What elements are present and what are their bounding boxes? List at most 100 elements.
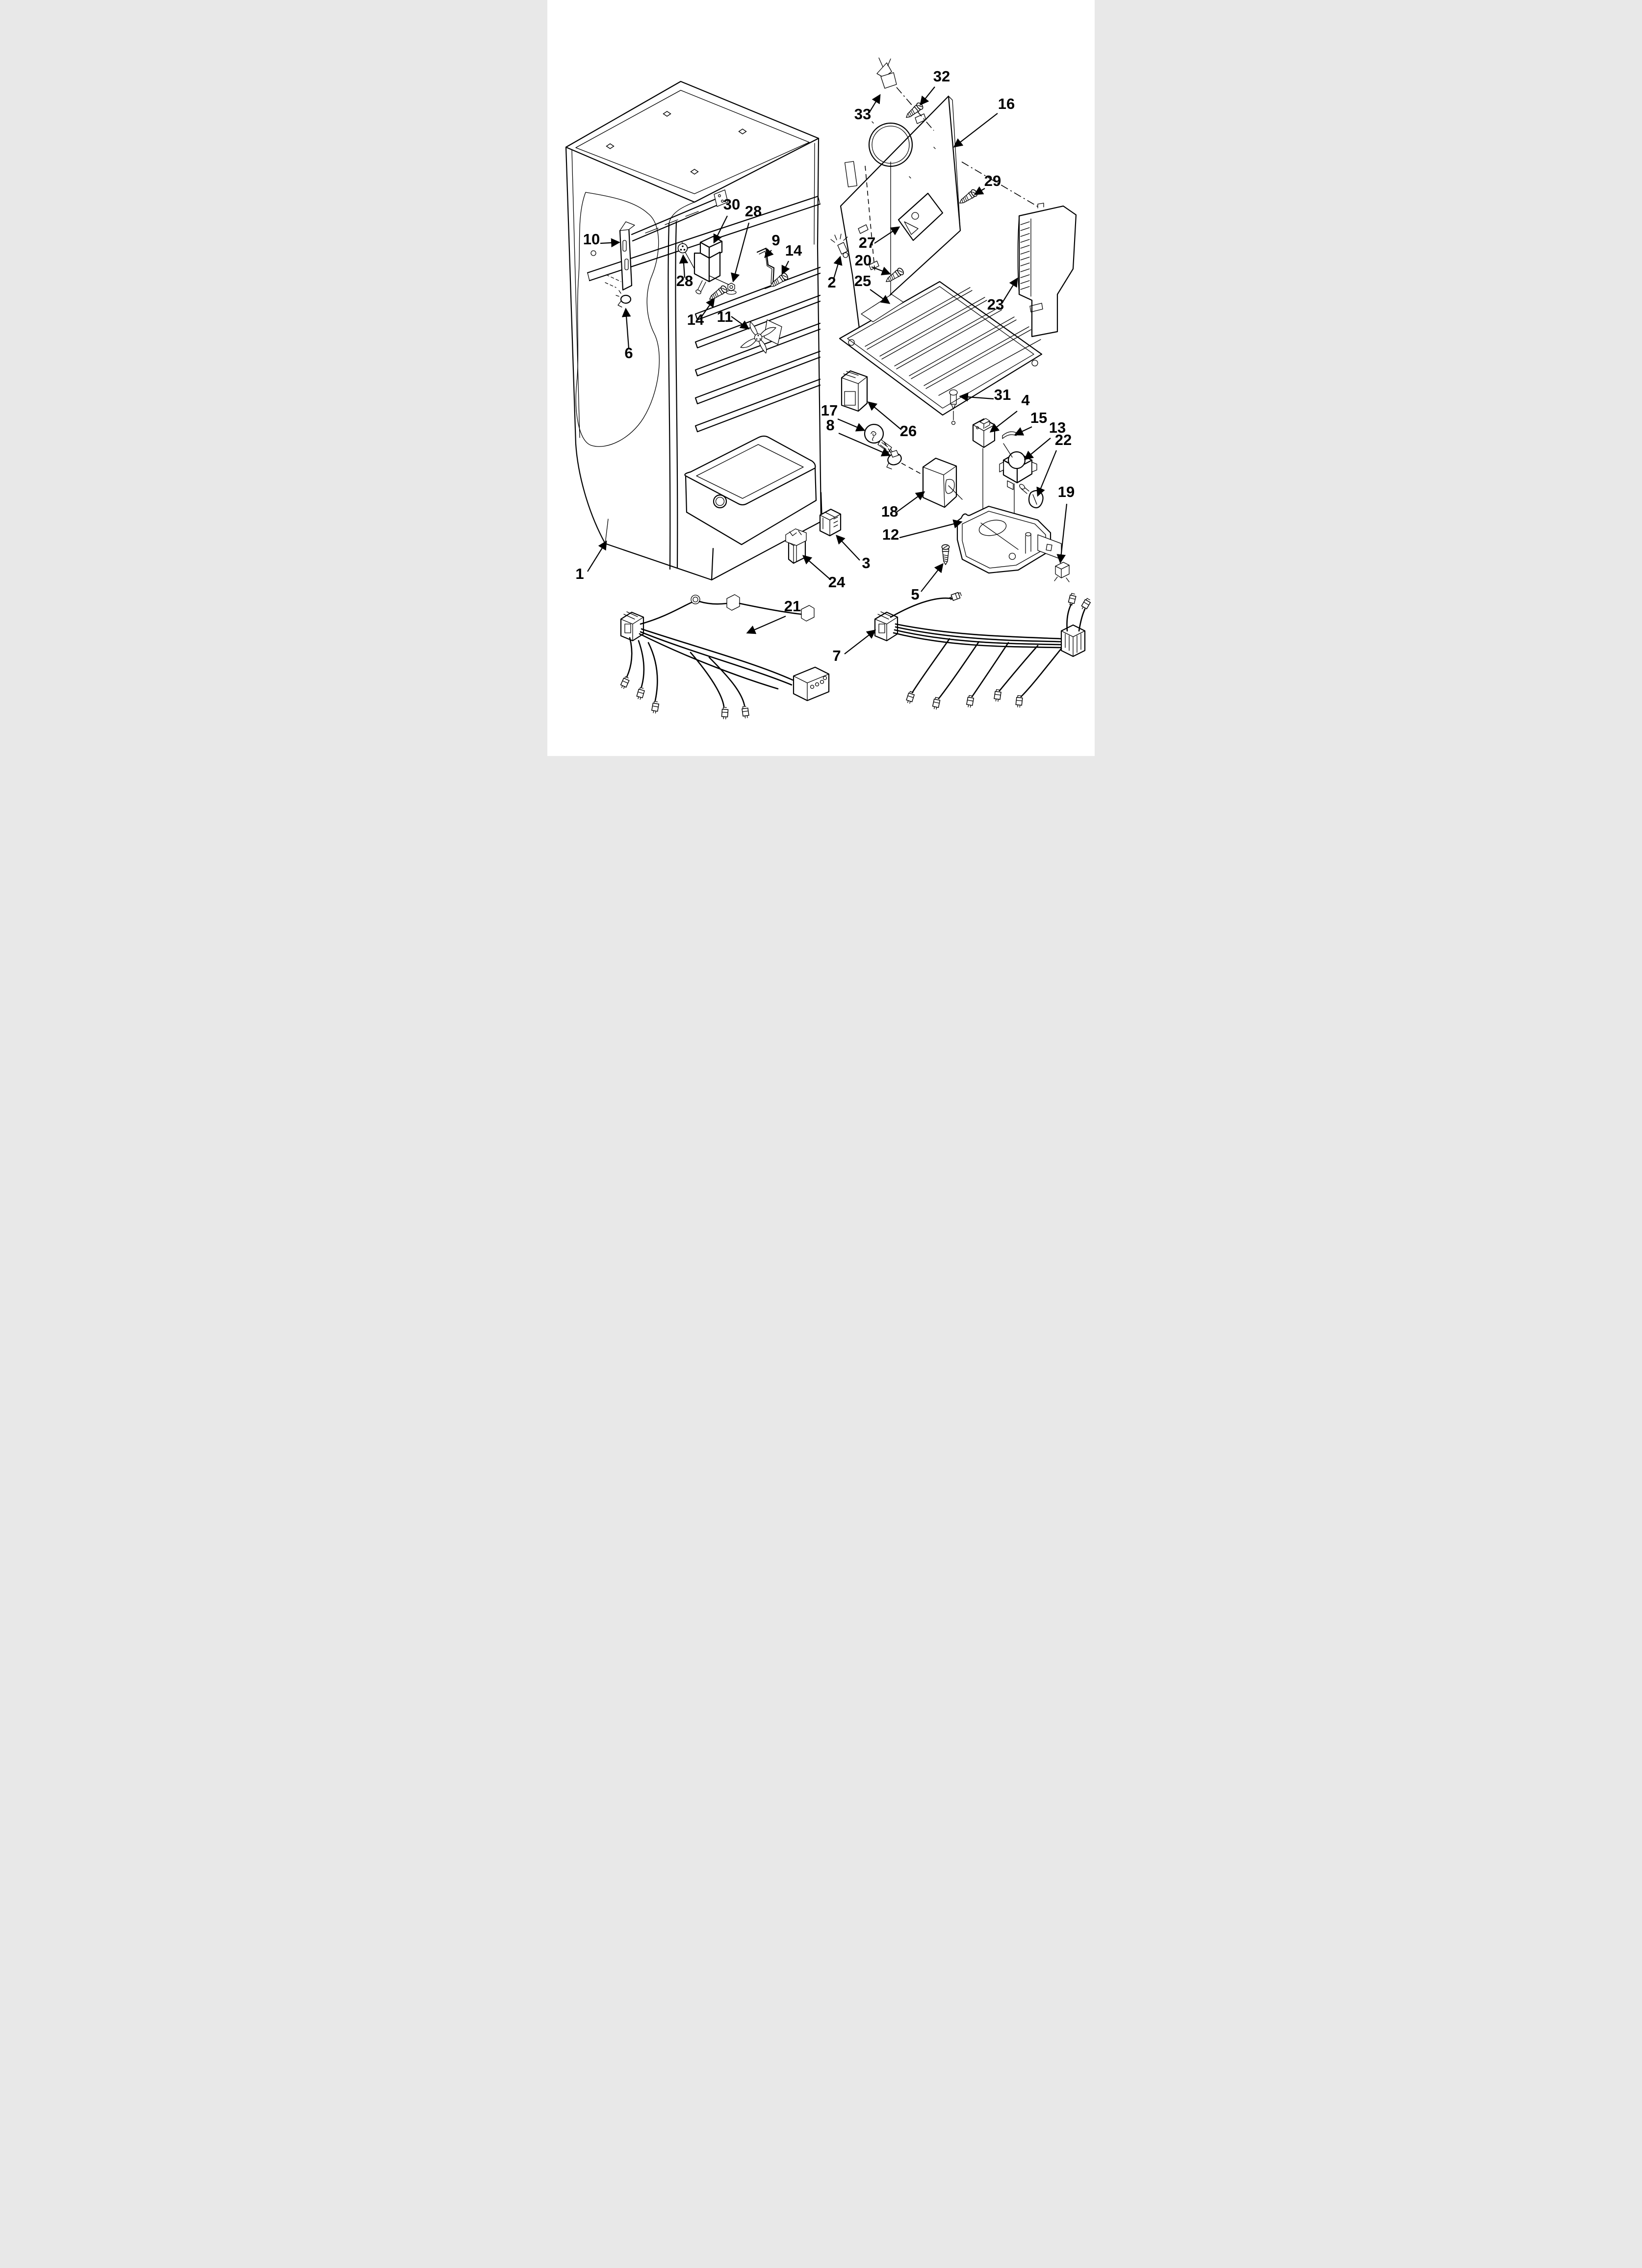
callout-label-28-grommet-nut: 28 — [745, 203, 762, 220]
callout-label-3-wiring-clip: 3 — [862, 554, 870, 572]
callout-arrow-31-hole-plug-screw — [959, 392, 994, 402]
callout-arrow-18-lamp-cover — [896, 491, 925, 513]
callout-label-23-air-duct-tower: 23 — [987, 296, 1004, 313]
callout-arrow-3-wiring-clip — [836, 534, 860, 561]
callout-label-12-drain-pan-bracket: 12 — [882, 526, 899, 543]
callout-label-10-support-bracket: 10 — [583, 231, 600, 248]
screw-5 — [941, 544, 950, 565]
access-plate — [898, 192, 944, 241]
screw-14b — [707, 284, 729, 303]
callout-label-31-hole-plug-screw: 31 — [994, 386, 1011, 403]
callout-arrow-13-temperature-control — [1024, 438, 1051, 460]
callout-label-15-tube-clip: 15 — [1030, 409, 1047, 426]
callout-label-17-light-bulb: 17 — [821, 402, 838, 419]
callout-arrow-5-screw — [921, 563, 944, 592]
lamp-cover — [922, 457, 963, 508]
drain-pan-bracket — [956, 505, 1062, 574]
light-bulb — [864, 423, 893, 453]
callout-arrow-28-grommet-nut — [731, 222, 750, 283]
callout-label-25-louvered-panel: 25 — [854, 272, 871, 289]
callout-label-33-clip: 33 — [854, 105, 871, 123]
callout-label-6-hole-plug: 6 — [624, 344, 633, 362]
callout-label-5-screw: 5 — [911, 586, 919, 603]
crisper-pan-area — [684, 435, 817, 546]
callout-label-32-screw: 32 — [933, 68, 950, 85]
callout-arrow-28-grommet — [679, 254, 689, 278]
callout-arrow-29-screw — [974, 186, 985, 195]
exploded-parts-diagram: 1234567891011121314141516171819202122232… — [565, 57, 1092, 720]
callout-arrow-26-air-damper — [867, 401, 902, 430]
callout-label-22-control-knob: 22 — [1055, 431, 1072, 448]
control-knob — [1019, 484, 1044, 509]
louvered-panel — [839, 281, 1043, 416]
callout-arrow-24-relay-overload — [802, 555, 831, 580]
alignment-dash-line-top — [896, 87, 934, 131]
wiring-clip — [819, 508, 842, 537]
callout-label-8-lamp-socket: 8 — [826, 417, 834, 434]
callout-label-24-relay-overload: 24 — [828, 574, 846, 591]
wiring-harness-21 — [619, 594, 830, 720]
clip — [1054, 562, 1070, 582]
defrost-thermostat — [830, 234, 848, 258]
hole-plug-screw — [949, 389, 958, 425]
liner-cabinet — [565, 80, 823, 581]
callout-arrow-2-defrost-thermostat — [833, 256, 843, 279]
air-duct-tower — [1017, 203, 1077, 338]
callout-arrow-9-motor-bracket — [764, 248, 774, 259]
callout-arrow-1-liner-cabinet — [587, 540, 607, 572]
lamp-socket — [886, 450, 902, 469]
callout-arrow-27-access-plate — [874, 226, 900, 244]
hole-plug — [616, 290, 632, 308]
support-bracket — [619, 221, 635, 291]
callout-arrow-7-wiring-harness — [844, 629, 876, 654]
callout-label-1-liner-cabinet: 1 — [575, 565, 584, 582]
callout-label-13-temperature-control: 13 — [1049, 419, 1066, 436]
callout-arrow-25-louvered-panel — [870, 289, 891, 304]
callout-label-18-lamp-cover: 18 — [881, 503, 898, 520]
callout-label-14-screw: 14 — [687, 311, 704, 328]
callout-label-29-screw: 29 — [984, 172, 1001, 189]
callout-arrow-11-fan-blade — [731, 316, 750, 330]
callout-arrow-33-clip — [869, 94, 881, 113]
callout-arrow-22-control-knob — [1036, 450, 1057, 497]
callout-label-9-motor-bracket: 9 — [771, 232, 780, 249]
screw-29 — [957, 188, 979, 207]
motor-bracket — [756, 247, 775, 289]
grommet-nut — [726, 283, 737, 295]
callout-label-11-fan-blade: 11 — [717, 308, 733, 325]
callout-label-7-wiring-harness: 7 — [832, 647, 841, 664]
callout-arrow-23-air-duct-tower — [1001, 277, 1018, 304]
fan-motor — [684, 235, 731, 294]
callout-arrow-16-evaporator-rear-panel — [953, 113, 998, 148]
callout-label-4-defrost-timer: 4 — [1021, 391, 1030, 409]
fan-blade — [740, 319, 782, 354]
relay-overload — [785, 528, 807, 564]
callout-label-14-screw: 14 — [785, 242, 802, 259]
interior-shelf-ribs — [694, 266, 821, 433]
callout-arrow-8-lamp-socket — [838, 432, 891, 457]
callout-arrow-12-drain-pan-bracket — [899, 519, 963, 539]
callout-arrow-6-hole-plug — [621, 308, 631, 349]
callout-label-27-access-plate: 27 — [859, 234, 875, 251]
callout-label-16-evaporator-rear-panel: 16 — [998, 95, 1015, 112]
callout-label-26-air-damper: 26 — [900, 422, 917, 440]
callout-arrow-10-support-bracket — [600, 238, 620, 248]
callout-arrow-19-clip — [1056, 503, 1068, 564]
callout-arrow-30-fan-motor — [713, 215, 728, 244]
callout-label-19-clip: 19 — [1058, 483, 1075, 500]
tube-clip — [1002, 431, 1017, 439]
callout-arrow-21-wiring-harness — [746, 615, 786, 634]
callout-arrow-32-screw — [920, 86, 935, 106]
callout-arrow-14-screw — [781, 261, 790, 275]
callout-label-20-screw: 20 — [855, 252, 872, 269]
callout-arrow-15-tube-clip — [1014, 426, 1032, 436]
air-damper — [841, 370, 868, 412]
grommet — [677, 242, 688, 254]
wiring-harness-7 — [874, 591, 1092, 710]
callout-arrow-17-light-bulb — [837, 418, 866, 432]
callout-labels: 1234567891011121314141516171819202122232… — [575, 68, 1075, 664]
callout-arrow-4-defrost-timer — [989, 411, 1018, 433]
callout-arrow-14-screw — [700, 297, 715, 319]
clip — [876, 57, 897, 89]
